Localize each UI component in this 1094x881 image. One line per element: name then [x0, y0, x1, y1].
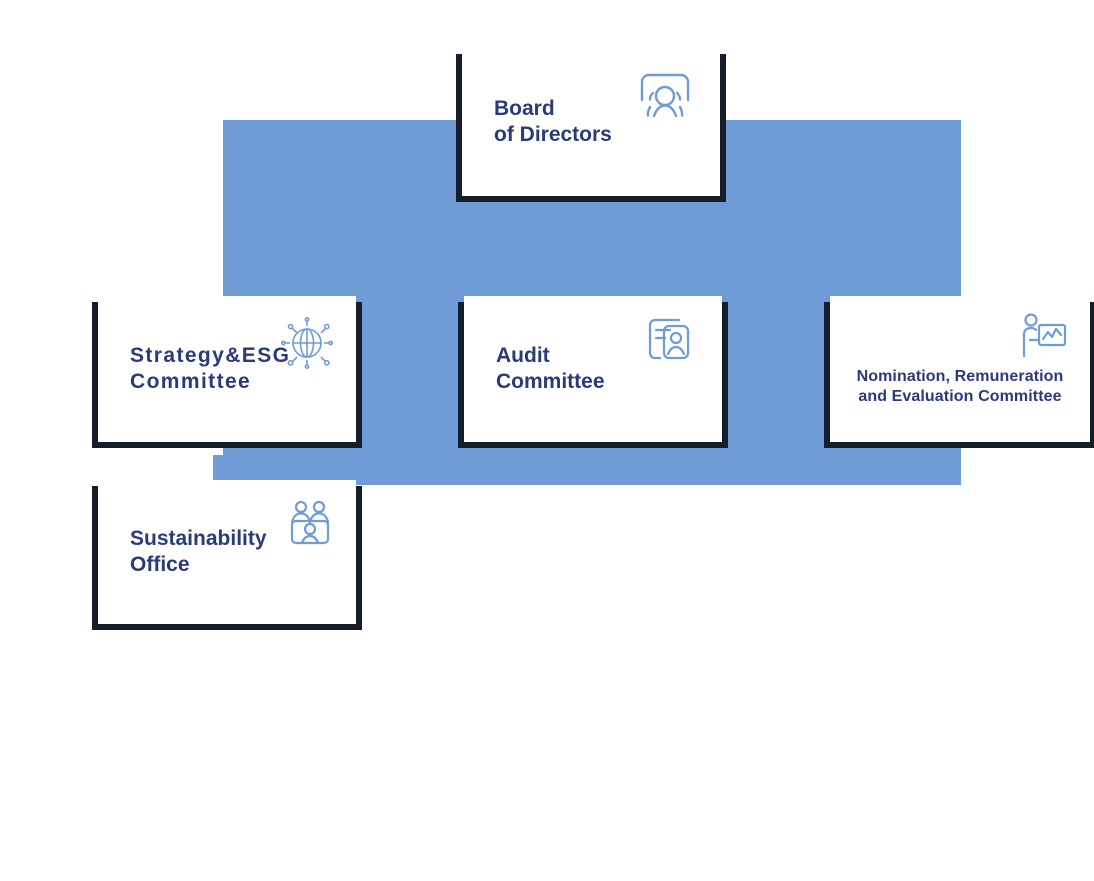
globe-network-icon: [280, 316, 334, 370]
card-surface: Board of Directors: [462, 48, 720, 196]
node-label-sustainability: Sustainability Office: [130, 526, 267, 576]
node-label-strategy: Strategy&ESG Committee: [130, 343, 291, 393]
card-surface: Sustainability Office: [98, 480, 356, 624]
node-strategy-esg-committee[interactable]: Strategy&ESG Committee: [92, 296, 362, 448]
group-people-icon: [636, 70, 694, 122]
node-label-nomination: Nomination, Remuneration and Evaluation …: [856, 367, 1064, 405]
card-surface: Nomination, Remuneration and Evaluation …: [830, 296, 1090, 442]
team-of-three-icon: [286, 500, 334, 550]
card-surface: Strategy&ESG Committee: [98, 296, 356, 442]
node-board-of-directors[interactable]: Board of Directors: [456, 48, 726, 202]
node-label-audit: Audit Committee: [496, 343, 605, 393]
node-label-board: Board of Directors: [494, 96, 612, 146]
document-person-icon: [646, 316, 692, 362]
node-audit-committee[interactable]: Audit Committee: [458, 296, 728, 448]
node-nomination-remuneration-evaluation-committee[interactable]: Nomination, Remuneration and Evaluation …: [824, 296, 1094, 448]
node-sustainability-office[interactable]: Sustainability Office: [92, 480, 362, 630]
card-surface: Audit Committee: [464, 296, 722, 442]
presenter-chart-icon: [1018, 312, 1068, 360]
